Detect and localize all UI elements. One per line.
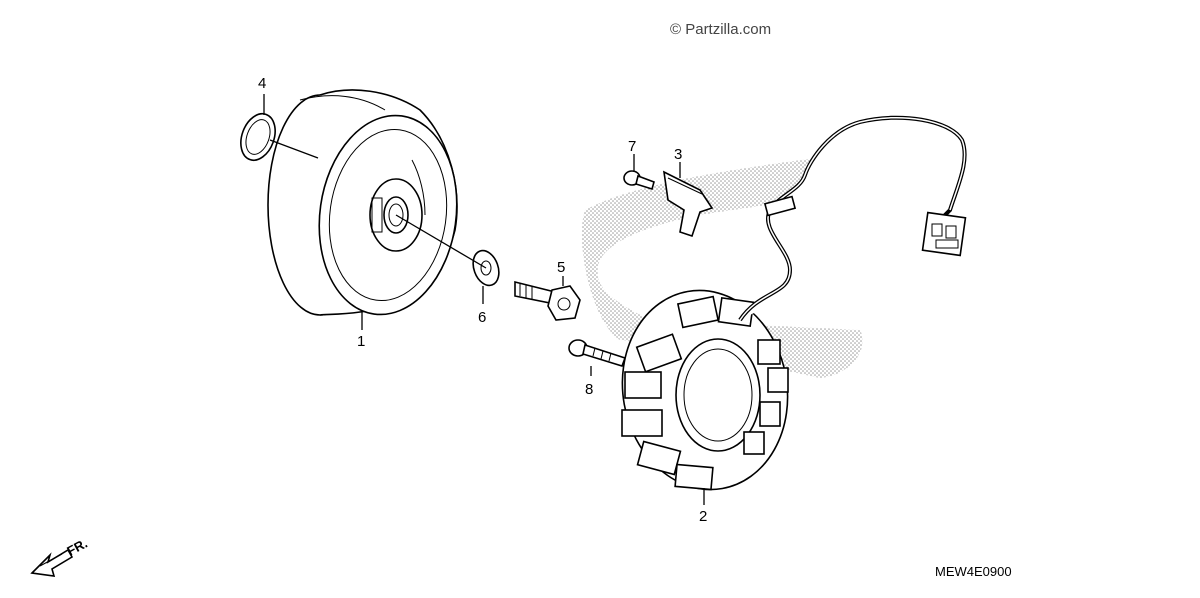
stator-assembly: [621, 115, 967, 491]
o-ring: [240, 112, 276, 162]
callouts: 4 1 3 7 5 6 8 2: [258, 75, 707, 525]
callout-2: 2: [699, 508, 707, 525]
callout-4: 4: [258, 75, 266, 92]
callout-5: 5: [557, 259, 565, 276]
small-screw: [623, 170, 655, 191]
leader-lines: [263, 94, 705, 505]
diagram-code: MEW4E0900: [935, 564, 1012, 579]
callout-7: 7: [628, 138, 636, 155]
front-direction-arrow: FR.: [30, 536, 90, 577]
flange-bolt: [514, 280, 581, 321]
callout-6: 6: [478, 309, 486, 326]
socket-bolt: [568, 339, 627, 367]
callout-3: 3: [674, 146, 682, 163]
flywheel-rotor: [267, 89, 458, 316]
callout-8: 8: [585, 381, 593, 398]
wire-clamp-plate: [662, 170, 714, 238]
watermark-text: © Partzilla.com: [670, 21, 771, 38]
callout-1: 1: [357, 333, 365, 350]
stator-connector: [921, 211, 967, 257]
watermark: © Partzilla.com: [670, 21, 771, 38]
